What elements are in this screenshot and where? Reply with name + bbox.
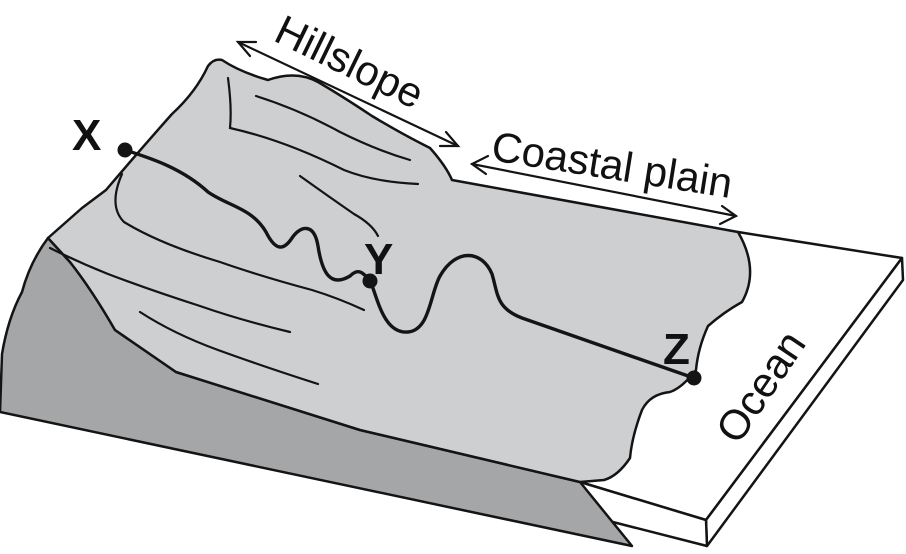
- point-x-marker: [117, 142, 133, 158]
- contour-line: [226, 76, 420, 186]
- land-top-surface: [46, 58, 752, 484]
- point-y-marker: [362, 273, 378, 289]
- river-path: [123, 148, 696, 380]
- contour-line: [48, 246, 292, 334]
- contour-line: [298, 174, 380, 238]
- contour-line: [138, 310, 320, 386]
- point-y-label: Y: [364, 235, 393, 284]
- contour-line: [254, 94, 412, 162]
- coastal-plain-arrow: [469, 154, 739, 226]
- point-z-label: Z: [663, 325, 690, 374]
- point-x-label: X: [72, 111, 101, 160]
- point-z-marker: [686, 370, 702, 386]
- hillslope-arrow: [235, 40, 461, 148]
- contour-line: [114, 172, 366, 312]
